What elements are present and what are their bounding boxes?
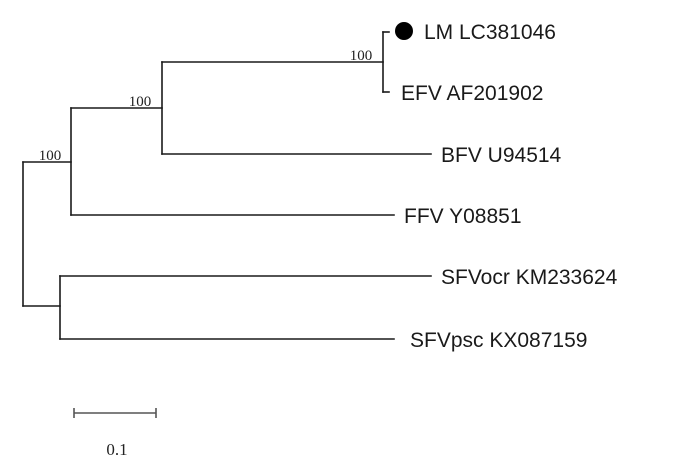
taxon-label-sfvocr: SFVocr KM233624 <box>441 266 618 289</box>
bootstrap-value-efv-bfv: 100 <box>129 94 152 110</box>
scale-bar <box>73 408 157 418</box>
taxon-label-efv: EFV AF201902 <box>401 82 543 105</box>
taxon-label-ffv: FFV Y08851 <box>404 205 522 228</box>
bootstrap-value-lm-efv: 100 <box>350 48 373 64</box>
bootstrap-value-root-upper: 100 <box>39 148 62 164</box>
lm-efv-clade-node <box>382 31 390 93</box>
taxon-label-sfvpsc: SFVpsc KX087159 <box>410 329 587 352</box>
taxon-label-lm: LM LC381046 <box>424 21 556 44</box>
scale-bar-label: 0.1 <box>106 440 127 459</box>
efv-bfv-clade-node <box>161 61 432 155</box>
upper-clade-node <box>70 107 395 216</box>
root-node <box>22 161 72 307</box>
filled-circle-marker-icon <box>395 22 413 40</box>
sfv-clade-node <box>59 275 432 340</box>
taxon-label-bfv: BFV U94514 <box>441 144 562 167</box>
